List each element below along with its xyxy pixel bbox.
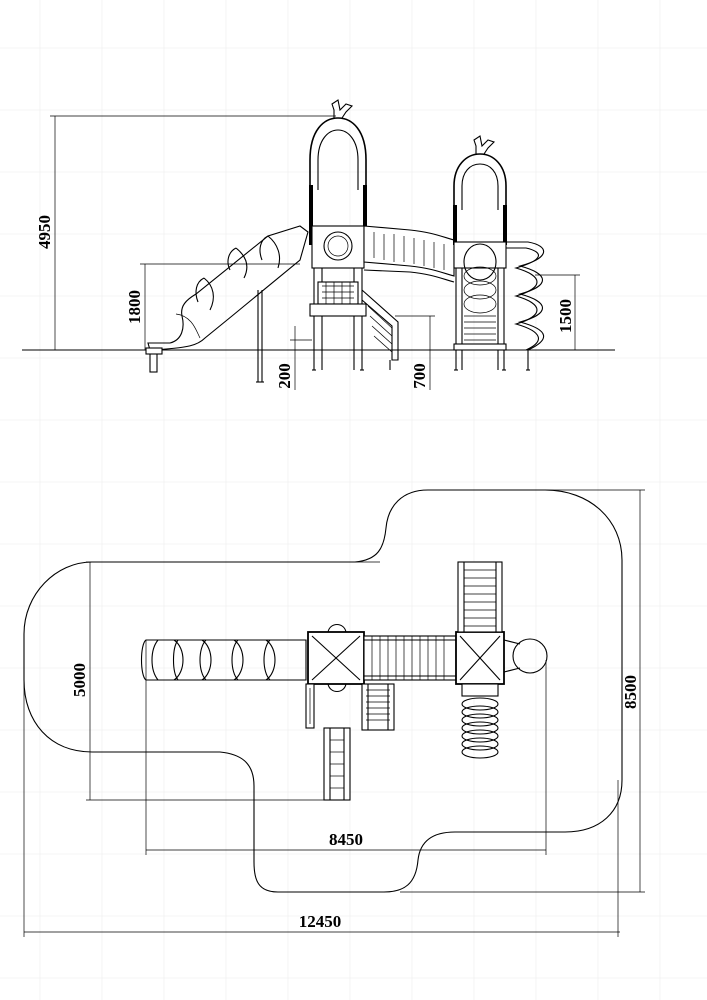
elevation-dimension-lines [50,115,580,390]
spiral-climber [506,241,545,370]
plan-dimension-labels: 5000 8500 8450 12450 [70,663,640,931]
plan-dimension-lines [23,489,645,937]
bridge [363,225,455,283]
dim-plan-overall-length: 12450 [299,912,342,931]
safety-zone [23,489,623,893]
dim-footing-depth: 200 [275,363,294,389]
tube-slide [145,225,309,382]
tower-right [453,135,507,370]
dim-plan-structure-length: 8450 [329,830,363,849]
plan-slide [140,639,307,681]
dim-slide-height: 1800 [125,290,144,324]
plan-ramp [323,727,351,801]
elevation-view: 4950 1800 200 700 1500 [22,99,615,390]
plan-bridge [363,635,457,681]
stairs [361,289,399,370]
tower-left [309,99,367,370]
dim-climber-height: 1500 [556,299,575,333]
elevation-dimension-labels: 4950 1800 200 700 1500 [35,215,575,389]
plan-tower-left [305,623,365,729]
plan-stairs [361,683,395,731]
plan-tower-right [455,631,548,685]
dim-plan-overall-depth: 8500 [621,675,640,709]
plan-tunnel-climber [461,683,499,759]
dim-plan-depth: 5000 [70,663,89,697]
footings [256,369,530,383]
plan-ladder [457,561,503,633]
dim-total-height: 4950 [35,215,54,249]
dim-step-height: 700 [410,363,429,389]
plan-view: 5000 8500 8450 12450 [23,489,645,937]
